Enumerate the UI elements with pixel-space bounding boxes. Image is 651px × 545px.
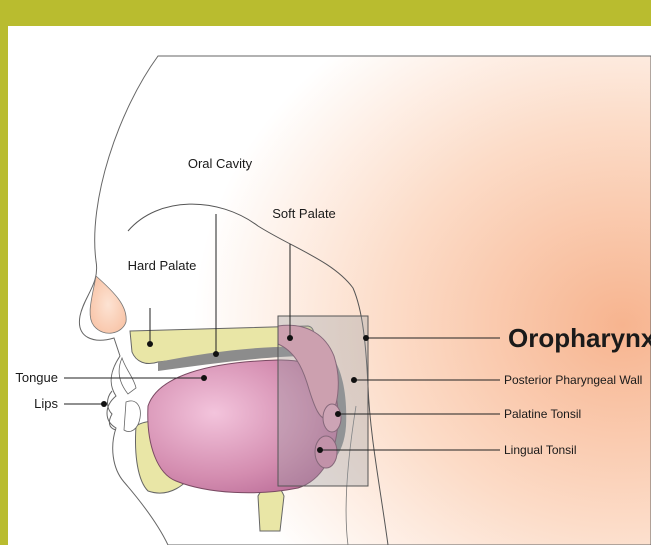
label-lips: Lips [34, 396, 58, 411]
label-palatine-tonsil: Palatine Tonsil [504, 407, 581, 421]
oropharynx-box [278, 316, 368, 486]
label-soft-palate: Soft Palate [272, 206, 336, 221]
oropharynx-anatomy-diagram: Oral Cavity Soft Palate Hard Palate Orop… [8, 26, 651, 545]
label-tongue: Tongue [15, 370, 58, 385]
label-posterior-pharyngeal-wall: Posterior Pharyngeal Wall [504, 373, 642, 387]
label-oral-cavity: Oral Cavity [188, 156, 253, 171]
label-lingual-tonsil: Lingual Tonsil [504, 443, 577, 457]
label-oropharynx: Oropharynx [508, 323, 651, 353]
label-hard-palate: Hard Palate [128, 258, 197, 273]
diagram-frame: Oral Cavity Soft Palate Hard Palate Orop… [8, 26, 651, 545]
